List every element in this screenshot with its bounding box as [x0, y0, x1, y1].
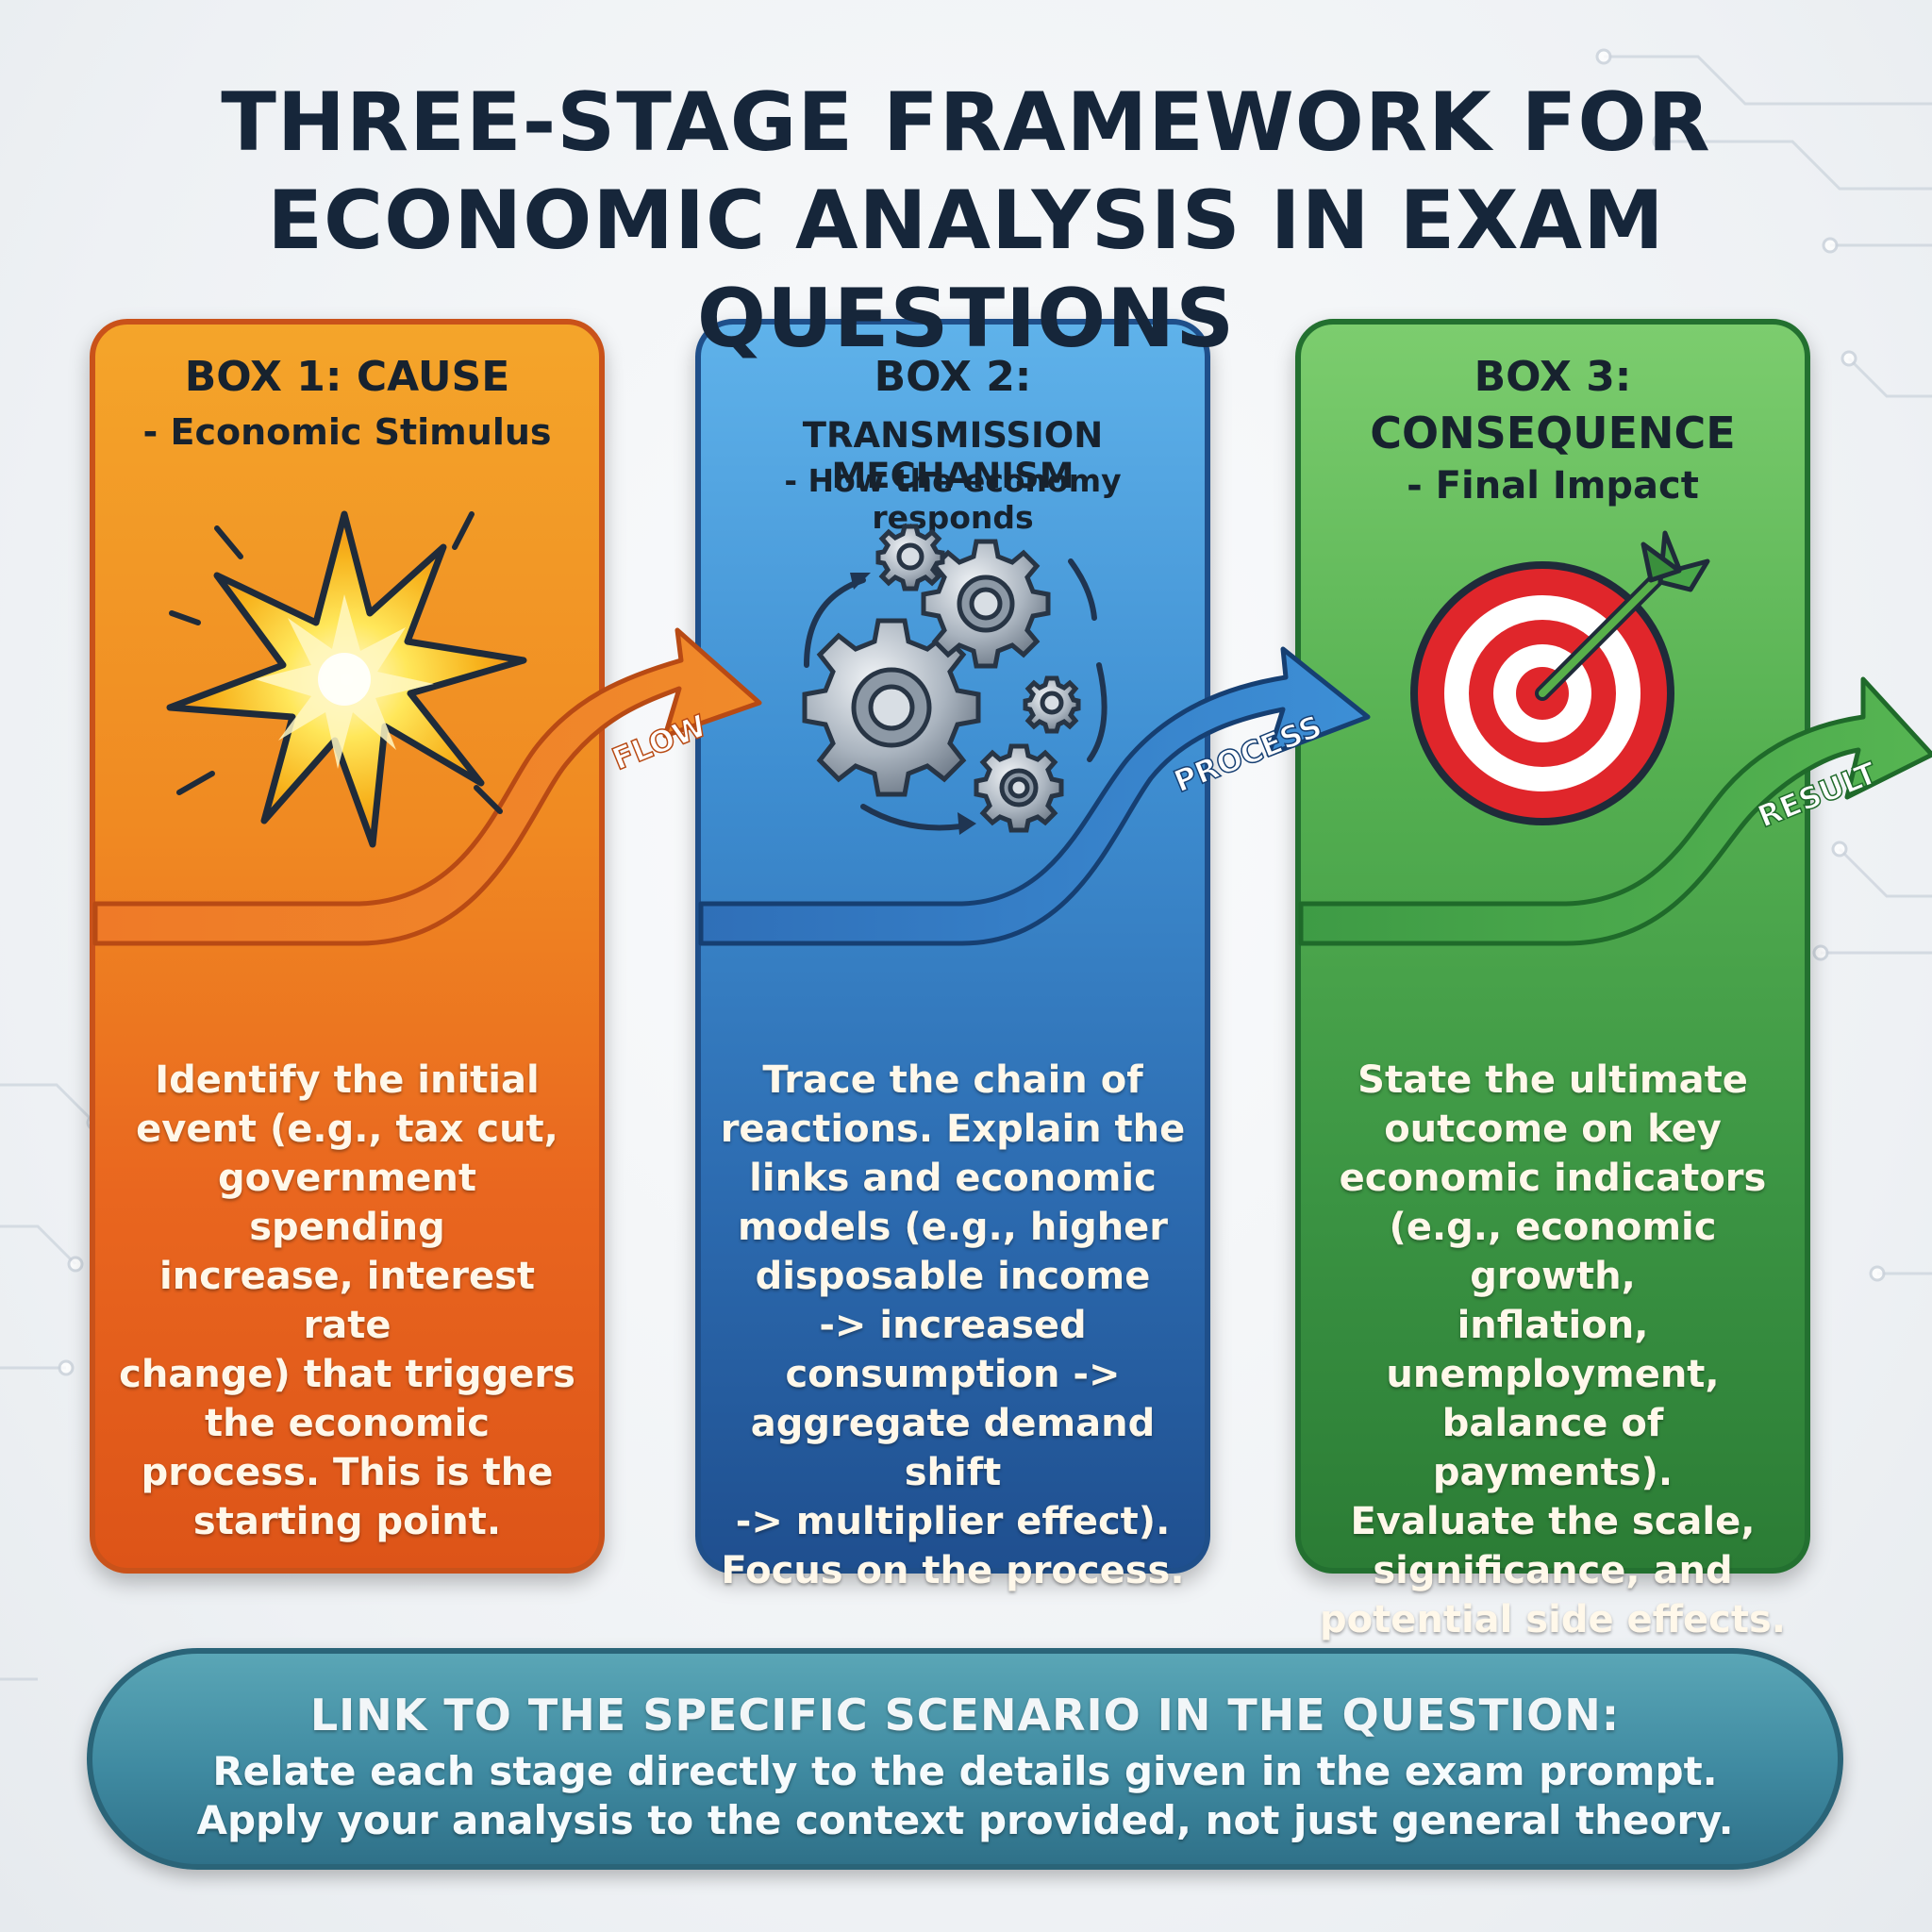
target-icon: [1410, 530, 1710, 825]
page-title: THREE-STAGE FRAMEWORK FOR ECONOMIC ANALY…: [0, 74, 1932, 368]
box3-body-line: unemployment,: [1386, 1353, 1720, 1396]
box2-body-line: models (e.g., higher: [737, 1206, 1169, 1249]
box1-body-line: increase, interest rate: [158, 1255, 536, 1347]
box2-body-line: consumption ->: [785, 1353, 1121, 1396]
box2-subheading-2: - How the economy responds: [784, 462, 1122, 536]
box3-body-line: (e.g., economic growth,: [1389, 1206, 1717, 1298]
box1-body: Identify the initial event (e.g., tax cu…: [114, 1056, 580, 1546]
box1-body-line: process. This is the: [141, 1451, 554, 1494]
box3-body-line: economic indicators: [1339, 1157, 1767, 1200]
box3-body-line: State the ultimate: [1357, 1058, 1748, 1102]
banner-line-1: Relate each stage directly to the detail…: [212, 1748, 1718, 1794]
box2-body-line: -> multiplier effect).: [735, 1500, 1171, 1543]
box2-subheading: TRANSMISSION MECHANISM: [802, 415, 1104, 496]
box1-body-line: the economic: [204, 1402, 491, 1445]
box-consequence: BOX 3: CONSEQUENCE - Final Impact State …: [1295, 319, 1810, 1641]
box2-body-line: Focus on the process.: [721, 1549, 1185, 1592]
box2-body-line: aggregate demand shift: [750, 1402, 1156, 1494]
box1-body-line: event (e.g., tax cut,: [136, 1108, 558, 1151]
banner-line-2: Apply your analysis to the context provi…: [196, 1797, 1734, 1843]
box3-body: State the ultimate outcome on key econom…: [1320, 1056, 1786, 1644]
box3-heading: BOX 3:: [1474, 353, 1632, 401]
box3-subheading: CONSEQUENCE: [1370, 408, 1736, 458]
gears-icon: [802, 524, 1108, 835]
box2-body-line: links and economic: [749, 1157, 1157, 1200]
title-line-2: ECONOMIC ANALYSIS IN EXAM QUESTIONS: [267, 174, 1665, 366]
title-line-1: THREE-STAGE FRAMEWORK FOR: [221, 75, 1711, 170]
box3-body-line: significance, and: [1373, 1549, 1733, 1592]
box-transmission: BOX 2: TRANSMISSION MECHANISM - How the …: [695, 319, 1210, 1592]
box3-body-line: balance of payments).: [1432, 1402, 1674, 1494]
box1-body-line: starting point.: [192, 1500, 502, 1543]
scenario-banner: LINK TO THE SPECIFIC SCENARIO IN THE QUE…: [87, 1648, 1843, 1870]
box3-subheading-2: - Final Impact: [1407, 464, 1699, 508]
box3-body-line: Evaluate the scale,: [1350, 1500, 1756, 1543]
box2-body-line: reactions. Explain the: [720, 1108, 1186, 1151]
box1-heading: BOX 1: CAUSE: [184, 353, 510, 401]
box3-body-line: outcome on key: [1384, 1108, 1722, 1151]
box3-body-line: inflation,: [1457, 1304, 1649, 1347]
banner-title: LINK TO THE SPECIFIC SCENARIO IN THE QUE…: [309, 1690, 1621, 1740]
box1-subheading: - Economic Stimulus: [142, 411, 552, 453]
starburst-icon: [166, 510, 527, 848]
box2-body-line: -> increased: [819, 1304, 1087, 1347]
box1-body-line: Identify the initial: [155, 1058, 540, 1102]
box1-body-line: government spending: [218, 1157, 476, 1249]
box1-body-line: change) that triggers: [119, 1353, 575, 1396]
box-cause: BOX 1: CAUSE - Economic Stimulus Identif…: [90, 319, 605, 1574]
box2-heading: BOX 2:: [874, 353, 1032, 401]
box2-body: Trace the chain of reactions. Explain th…: [720, 1056, 1186, 1595]
box3-body-line: potential side effects.: [1320, 1598, 1787, 1641]
box2-body-line: disposable income: [755, 1255, 1151, 1298]
box2-body-line: Trace the chain of: [762, 1058, 1143, 1102]
